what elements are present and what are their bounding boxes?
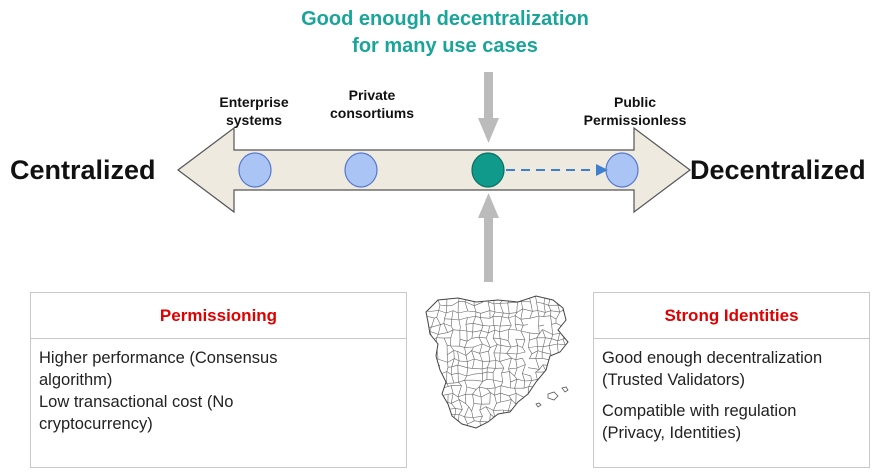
permissioning-box: Permissioning Higher performance (Consen… xyxy=(30,292,407,468)
permissioning-item: Low transactional cost (No cryptocurrenc… xyxy=(39,393,234,433)
title-line-1: Good enough decentralization xyxy=(301,8,589,30)
category-line: consortiums xyxy=(329,105,414,121)
identities-body: Good enough decentralization (Trusted Va… xyxy=(594,339,869,444)
category-line: Private xyxy=(348,87,396,103)
spain-map-icon xyxy=(425,295,569,429)
private-node xyxy=(344,152,378,188)
decentralized-label: Decentralized xyxy=(690,155,866,185)
permissioning-item: Higher performance (Consensus algorithm) xyxy=(39,349,278,389)
identities-title: Strong Identities xyxy=(594,293,869,339)
public-node xyxy=(605,152,639,188)
enterprise-node xyxy=(238,152,272,188)
permissioning-body: Higher performance (Consensus algorithm)… xyxy=(31,339,406,435)
centralized-label: Centralized xyxy=(10,155,156,185)
category-public-label: Public Permissionless xyxy=(575,93,695,129)
category-enterprise-label: Enterprise systems xyxy=(204,93,304,129)
category-line: Permissionless xyxy=(583,112,687,128)
spectrum-arrow xyxy=(177,126,691,214)
bottom-pointer-arrow xyxy=(478,193,499,282)
permissioning-title: Permissioning xyxy=(31,293,406,339)
category-line: Enterprise xyxy=(219,94,289,110)
category-line: Public xyxy=(613,94,656,110)
title-line-2: for many use cases xyxy=(352,35,538,57)
top-pointer-arrow xyxy=(478,72,499,143)
diagram-title: Good enough decentralization for many us… xyxy=(245,6,645,60)
category-line: systems xyxy=(225,112,283,128)
identities-item: Compatible with regulation (Privacy, Ide… xyxy=(602,402,797,442)
dashed-arrow xyxy=(506,164,608,176)
current-position-node xyxy=(471,152,505,188)
category-private-label: Private consortiums xyxy=(317,86,427,122)
identities-item: Good enough decentralization (Trusted Va… xyxy=(602,349,823,389)
identities-box: Strong Identities Good enough decentrali… xyxy=(593,292,870,468)
